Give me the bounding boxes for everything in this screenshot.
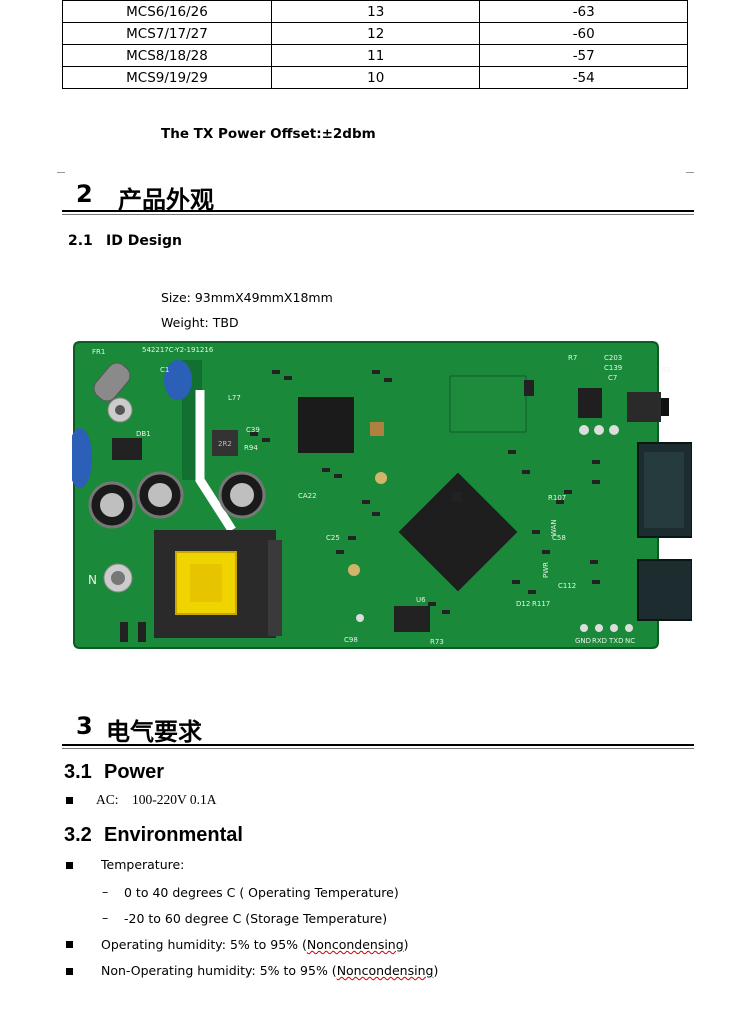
temp-storage: -20 to 60 degree C (Storage Temperature) <box>124 911 388 926</box>
silk-fr1: FR1 <box>92 348 105 356</box>
ac-value: 100-220V 0.1A <box>132 792 217 807</box>
table-row: MCS8/18/28 11 -57 <box>62 44 688 67</box>
silk-l77: L77 <box>228 394 241 402</box>
silk-serial: 542217C-Y2-191216 <box>142 346 214 354</box>
section-divider <box>62 210 694 212</box>
table-cell: 11 <box>270 44 481 67</box>
silk-c39: C39 <box>246 426 260 434</box>
silk-c1: C1 <box>160 366 169 374</box>
table-cell: MCS8/18/28 <box>62 44 272 67</box>
silk-c58: C58 <box>552 534 566 542</box>
silk-n: N <box>88 573 97 587</box>
temp-operating: 0 to 40 degrees C ( Operating Temperatur… <box>124 885 399 900</box>
bullet-icon <box>66 862 73 869</box>
subsection-title: ID Design <box>106 233 182 249</box>
tx-power-offset: The TX Power Offset:±2dbm <box>161 126 376 142</box>
section-3-number: 3 <box>76 712 93 740</box>
ac-label: AC: <box>96 792 119 807</box>
weight-text: Weight: TBD <box>161 315 239 330</box>
nonoperating-humidity-close: ) <box>433 963 439 978</box>
silk-nc: NC <box>625 637 635 645</box>
environmental-title: Environmental <box>104 824 243 846</box>
page-corner-mark <box>686 172 694 173</box>
table-row: MCS6/16/26 13 -63 <box>62 0 688 23</box>
operating-humidity: Operating humidity: 5% to 95% (Nonconden… <box>101 937 409 952</box>
section-divider-thin <box>62 748 694 749</box>
table-cell: 12 <box>270 22 481 45</box>
silk-c7: C7 <box>608 374 617 382</box>
silk-r117: R117 <box>532 600 550 608</box>
section-divider <box>62 744 694 746</box>
section-2-title: 产品外观 <box>118 186 214 214</box>
mcs-table: MCS6/16/26 13 -63 MCS7/17/27 12 -60 MCS8… <box>62 0 688 89</box>
table-row: MCS7/17/27 12 -60 <box>62 22 688 45</box>
silk-rxd: RXD <box>592 637 607 645</box>
silk-u6: U6 <box>416 596 426 604</box>
nonoperating-humidity: Non-Operating humidity: 5% to 95% (Nonco… <box>101 963 438 978</box>
table-cell: -57 <box>479 44 688 67</box>
silk-r73: R73 <box>430 638 444 646</box>
silk-txd: TXD <box>608 637 623 645</box>
table-cell: 13 <box>270 0 481 23</box>
dash-icon: – <box>102 910 109 925</box>
silk-r107: R107 <box>548 494 566 502</box>
silk-r7: R7 <box>568 354 577 362</box>
silk-c112: C112 <box>558 582 576 590</box>
table-row: MCS9/19/29 10 -54 <box>62 66 688 89</box>
operating-humidity-close: ) <box>403 937 409 952</box>
silk-inductor: 2R2 <box>218 440 232 448</box>
table-cell: -60 <box>479 22 688 45</box>
silk-pwr: PWR <box>542 562 550 578</box>
silk-db1: DB1 <box>136 430 151 438</box>
bullet-icon <box>66 941 73 948</box>
silk-c139: C139 <box>604 364 622 372</box>
bullet-icon <box>66 797 73 804</box>
section-3-title: 电气要求 <box>106 718 202 746</box>
table-cell: MCS7/17/27 <box>62 22 272 45</box>
subsection-number: 2.1 <box>68 233 93 249</box>
power-number: 3.1 <box>64 761 92 783</box>
section-2-number: 2 <box>76 180 93 208</box>
pcb-board-image: FR1 542217C-Y2-191216 C1 L77 2R2 DB1 R7 … <box>72 341 692 649</box>
dash-icon: – <box>102 884 109 899</box>
nonoperating-humidity-text: Non-Operating humidity: 5% to 95% ( <box>101 963 337 978</box>
bullet-icon <box>66 968 73 975</box>
temperature-label: Temperature: <box>101 857 185 872</box>
table-cell: -54 <box>479 66 688 89</box>
silk-c98: C98 <box>344 636 358 644</box>
operating-humidity-text: Operating humidity: 5% to 95% ( <box>101 937 307 952</box>
table-cell: MCS6/16/26 <box>62 0 272 23</box>
table-cell: MCS9/19/29 <box>62 66 272 89</box>
size-text: Size: 93mmX49mmX18mm <box>161 290 333 305</box>
spellcheck-word: Noncondensing <box>306 937 404 952</box>
silk-wan: WAN <box>550 519 558 536</box>
silk-d12: D12 <box>516 600 530 608</box>
silk-r94: R94 <box>244 444 258 452</box>
silk-gnd: GND <box>575 637 591 645</box>
silk-c203: C203 <box>604 354 622 362</box>
power-title: Power <box>104 761 165 783</box>
silk-c25: C25 <box>326 534 340 542</box>
silk-s1: S1 <box>662 366 671 374</box>
table-cell: -63 <box>479 0 688 23</box>
table-cell: 10 <box>270 66 481 89</box>
spellcheck-word: Noncondensing <box>336 963 434 978</box>
section-divider-thin <box>62 214 694 215</box>
environmental-number: 3.2 <box>64 824 92 846</box>
silk-ca22: CA22 <box>298 492 317 500</box>
page-corner-mark <box>57 172 65 173</box>
